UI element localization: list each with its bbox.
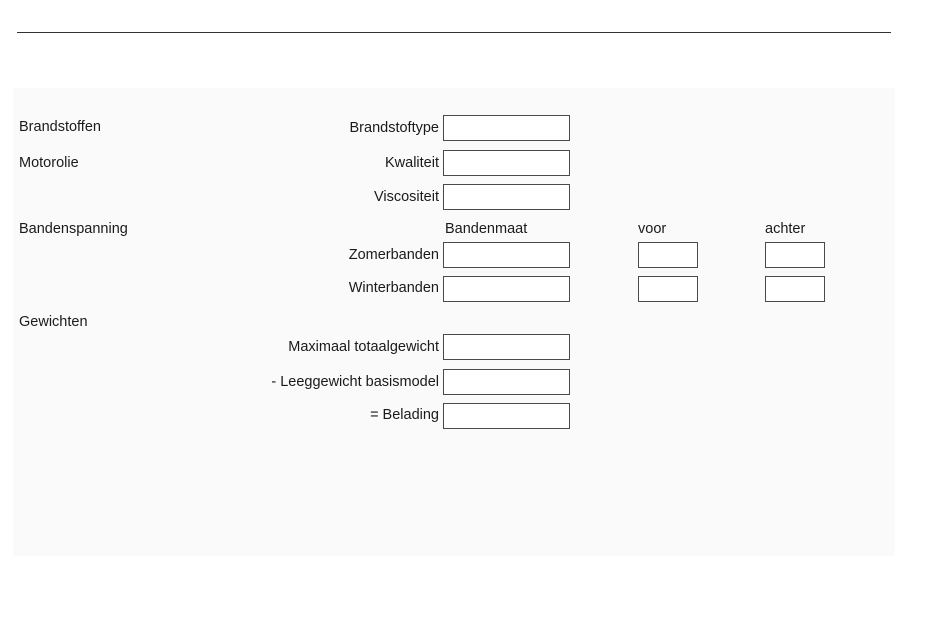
kwaliteit-label: Kwaliteit — [385, 155, 439, 172]
leeggewicht-field[interactable] — [443, 369, 570, 395]
kwaliteit-field[interactable] — [443, 150, 570, 176]
winterbanden-voor-field[interactable] — [638, 276, 698, 302]
winterbanden-label: Winterbanden — [349, 280, 439, 297]
winterbanden-bandenmaat-field[interactable] — [443, 276, 570, 302]
brandstoftype-field[interactable] — [443, 115, 570, 141]
winterbanden-achter-field[interactable] — [765, 276, 825, 302]
viscositeit-field[interactable] — [443, 184, 570, 210]
section-bandenspanning: Bandenspanning — [19, 221, 128, 238]
viscositeit-label: Viscositeit — [374, 189, 439, 206]
column-header-achter: achter — [765, 221, 805, 238]
section-brandstoffen: Brandstoffen — [19, 119, 101, 136]
belading-label: = Belading — [370, 407, 439, 424]
belading-field[interactable] — [443, 403, 570, 429]
zomerbanden-achter-field[interactable] — [765, 242, 825, 268]
section-gewichten: Gewichten — [19, 314, 88, 331]
brandstoftype-label: Brandstoftype — [350, 120, 439, 137]
top-divider — [17, 32, 891, 33]
section-motorolie: Motorolie — [19, 155, 79, 172]
column-header-bandenmaat: Bandenmaat — [445, 221, 527, 238]
maximaal-totaalgewicht-label: Maximaal totaalgewicht — [288, 339, 439, 356]
zomerbanden-label: Zomerbanden — [349, 247, 439, 264]
zomerbanden-voor-field[interactable] — [638, 242, 698, 268]
zomerbanden-bandenmaat-field[interactable] — [443, 242, 570, 268]
maximaal-totaalgewicht-field[interactable] — [443, 334, 570, 360]
leeggewicht-label: - Leeggewicht basismodel — [271, 374, 439, 391]
column-header-voor: voor — [638, 221, 666, 238]
